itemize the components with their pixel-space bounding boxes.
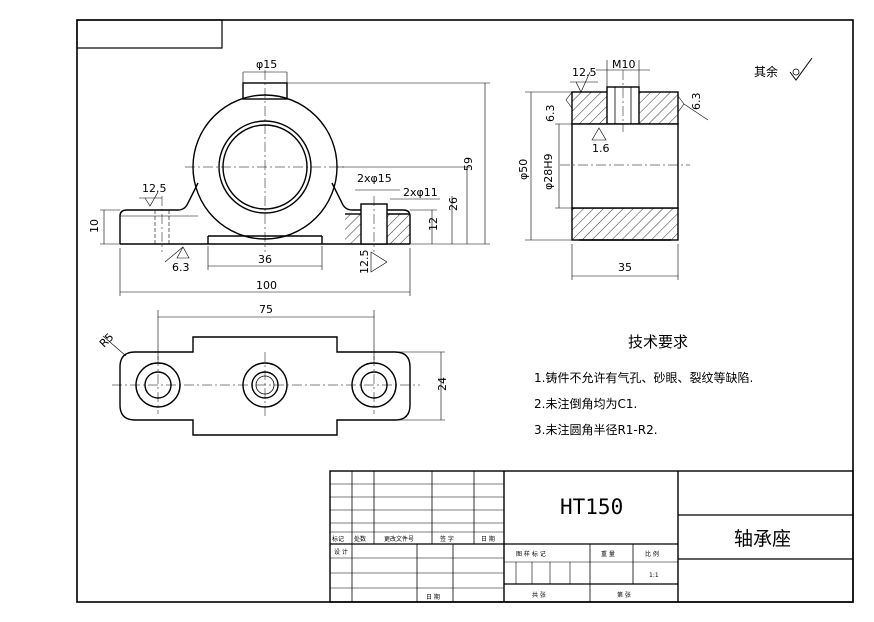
hdr-date: 日 期 bbox=[481, 535, 495, 543]
material-label: HT150 bbox=[560, 495, 623, 519]
scale-value: 1:1 bbox=[649, 572, 659, 579]
hdr-count: 处数 bbox=[354, 535, 366, 543]
dim-side-r6-3b: 6.3 bbox=[690, 93, 703, 111]
dim-r6-3: 6.3 bbox=[172, 261, 190, 274]
dim-d50: φ50 bbox=[517, 159, 530, 180]
hdr-mark: 标记 bbox=[332, 535, 344, 543]
front-dimension-texts: φ15 59 2xφ15 2xφ11 12.5 10 26 12 6.3 36 … bbox=[88, 58, 475, 292]
side-dimension-texts: 12.5 M10 6.3 6.3 1.6 φ50 φ28H9 35 bbox=[517, 58, 703, 274]
title-block bbox=[329, 470, 854, 603]
scale-label: 比 例 bbox=[645, 550, 659, 558]
roughness-note: 其余 bbox=[754, 57, 813, 81]
front-dimension-lines bbox=[100, 71, 490, 296]
dim-r5: R5 bbox=[97, 331, 117, 351]
dim-w75: 75 bbox=[259, 303, 273, 316]
tech-req-item-1: 1.铸件不允许有气孔、砂眼、裂纹等缺陷. bbox=[534, 370, 753, 385]
part-name: 轴承座 bbox=[734, 528, 791, 550]
tech-req-title: 技术要求 bbox=[628, 333, 688, 351]
side-centerlines bbox=[560, 70, 690, 166]
dim-m10: M10 bbox=[612, 58, 636, 71]
dim-d15: φ15 bbox=[256, 58, 277, 71]
top-dimension-lines bbox=[102, 310, 445, 421]
front-centerlines bbox=[161, 70, 375, 252]
dim-w100: 100 bbox=[256, 279, 277, 292]
weight-label: 重 量 bbox=[601, 550, 615, 558]
dim-side-r6-3a: 6.3 bbox=[544, 105, 557, 123]
stage-mark-label: 图 样 标 记 bbox=[516, 550, 546, 558]
top-centerlines bbox=[112, 352, 420, 418]
dim-h59: 59 bbox=[462, 157, 475, 171]
dim-side-r1-6: 1.6 bbox=[592, 142, 610, 155]
sheet-number: 第 张 bbox=[617, 591, 631, 599]
dim-r12-5a: 12.5 bbox=[142, 182, 167, 195]
side-view bbox=[571, 86, 679, 241]
dim-w36: 36 bbox=[258, 253, 272, 266]
dim-r12-5b: 12.5 bbox=[358, 250, 371, 275]
date-label: 日 期 bbox=[426, 593, 440, 601]
hdr-doc: 更改文件号 bbox=[384, 535, 414, 543]
dim-2x11: 2xφ11 bbox=[403, 186, 438, 199]
dim-d28h9: φ28H9 bbox=[542, 153, 555, 190]
top-dimension-texts: 75 R5 24 bbox=[97, 303, 449, 391]
title-block-texts: HT150 轴承座 标记 处数 更改文件号 签 字 日 期 设 计 日 期 图 … bbox=[332, 495, 791, 601]
hdr-sign: 签 字 bbox=[440, 535, 454, 543]
dim-h10: 10 bbox=[88, 219, 101, 233]
dim-h24: 24 bbox=[436, 377, 449, 391]
sheets-total: 共 张 bbox=[532, 591, 546, 599]
tech-req-item-3: 3.未注圆角半径R1-R2. bbox=[534, 422, 658, 437]
design-label: 设 计 bbox=[334, 548, 348, 556]
side-dimension-lines bbox=[525, 60, 709, 280]
dim-side-r12-5: 12.5 bbox=[572, 66, 597, 79]
dim-h12: 12 bbox=[427, 217, 440, 231]
dim-w35: 35 bbox=[618, 261, 632, 274]
technical-requirements: 技术要求 1.铸件不允许有气孔、砂眼、裂纹等缺陷. 2.未注倒角均为C1. 3.… bbox=[534, 333, 753, 437]
tech-req-item-2: 2.未注倒角均为C1. bbox=[534, 396, 637, 411]
roughness-label: 其余 bbox=[754, 64, 778, 79]
dim-2x15: 2xφ15 bbox=[357, 172, 392, 185]
dim-h26: 26 bbox=[447, 197, 460, 211]
